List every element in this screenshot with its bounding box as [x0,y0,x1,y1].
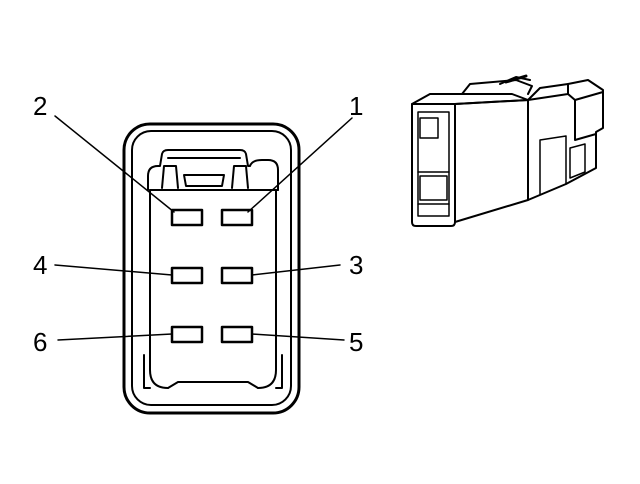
iso-front-rail [417,171,450,205]
leader-line-3 [251,264,341,276]
cavity-bottom [167,381,259,389]
cavity-right-groove [275,354,283,389]
terminal-slot-1 [220,208,254,227]
pin-labels: 2 1 4 3 6 5 [33,91,363,357]
iso-front-inner [417,111,450,217]
connector-face [122,122,301,415]
terminal-slot-2 [170,208,204,227]
iso-rear-bottom [539,135,567,195]
iso-front-slot-bottom [419,175,448,201]
iso-rear-top [527,83,569,101]
cavity-left-groove [143,354,151,389]
pin-label-5: 5 [349,327,363,357]
iso-front-slot-top [419,117,439,139]
leader-line-4 [54,264,173,276]
cavity-left-wall [149,189,169,389]
iso-rear-step [567,91,604,101]
connector-outer-shell [122,122,301,415]
latch-tab [183,174,225,187]
connector-isometric [411,74,604,227]
terminal-slot-4 [170,266,204,285]
pin-label-4: 4 [33,250,47,280]
leader-lines [54,115,353,341]
terminal-slot-3 [220,266,254,285]
leader-line-1 [247,117,353,213]
iso-rear-edge [574,99,597,141]
iso-rear-slot [569,143,586,179]
pin-label-2: 2 [33,91,47,121]
pin-label-6: 6 [33,327,47,357]
cavity-right-wall [257,189,277,389]
terminal-slot-6 [170,325,204,344]
iso-top-ridge [461,79,533,95]
latch-inner [161,165,249,189]
leader-line-5 [251,333,345,341]
leader-line-2 [54,115,175,213]
iso-rear-block [527,79,604,201]
pin-label-1: 1 [349,91,363,121]
iso-latch-ramp [504,74,528,84]
pin-label-3: 3 [349,250,363,280]
iso-side-face [454,99,529,223]
iso-top-face [411,93,529,105]
terminal-slot-5 [220,325,254,344]
latch [147,149,279,191]
leader-line-6 [57,333,173,341]
connector-inner-shell [131,130,292,406]
